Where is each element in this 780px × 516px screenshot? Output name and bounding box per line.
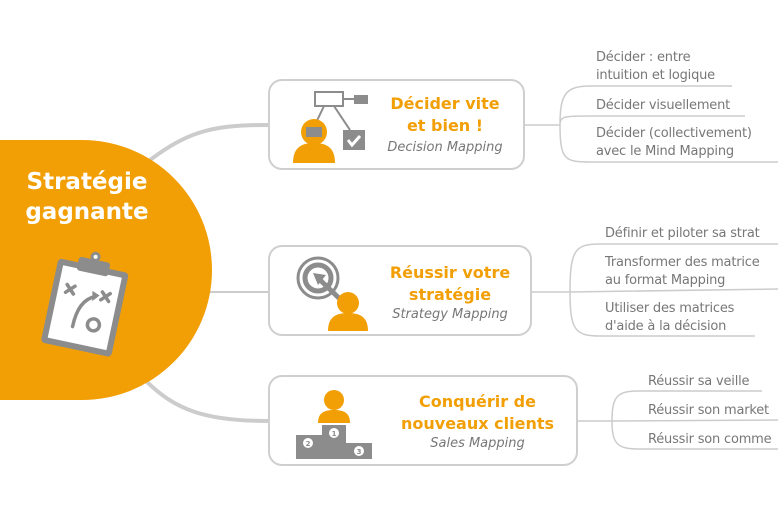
branch-box-decision-mapping[interactable]: Décider vite et bien ! Decision Mapping	[268, 79, 525, 170]
clipboard-strategy-icon	[41, 251, 129, 357]
podium-label-3: 3	[357, 448, 362, 456]
branch-subtitle: Decision Mapping	[387, 140, 503, 155]
leaf-item[interactable]: Réussir son comme	[648, 431, 772, 449]
connector-leaf-group-2	[532, 243, 779, 337]
connector-leaf-group-3	[577, 390, 779, 450]
leaf-item[interactable]: Décider visuellement	[596, 97, 730, 115]
branch-title-line2: stratégie	[408, 285, 492, 304]
branch-title-line1: Décider vite	[390, 94, 500, 113]
leaf-item[interactable]: Réussir sa veille	[648, 373, 750, 391]
podium-label-1: 1	[332, 430, 337, 438]
leaf-item[interactable]: Définir et piloter sa strat	[605, 225, 760, 243]
connector-leaf-group-1	[524, 85, 778, 163]
leaf-line1: Décider (collectivement)	[596, 126, 752, 141]
branch-subtitle: Sales Mapping	[430, 436, 525, 451]
branch-title: Décider vite et bien !	[380, 93, 510, 137]
branch-title: Réussir votre stratégie	[380, 262, 520, 306]
decision-tree-person-icon	[293, 91, 368, 163]
leaf-line2: d'aide à la décision	[605, 319, 727, 334]
branch-box-sales-mapping[interactable]: 1 2 3 Conquérir de nouveaux clients Sale…	[268, 375, 578, 466]
central-title: Stratégie gagnante	[12, 167, 162, 227]
connector-branch-1	[148, 123, 269, 162]
leaf-line1: Réussir son market	[648, 403, 769, 418]
branch-title-line2: nouveaux clients	[401, 414, 554, 433]
leaf-line1: Définir et piloter sa strat	[605, 226, 760, 241]
leaf-line1: Utiliser des matrices	[605, 301, 735, 316]
branch-title: Conquérir de nouveaux clients	[390, 391, 565, 435]
leaf-item[interactable]: Transformer des matrice au format Mappin…	[605, 254, 760, 290]
podium-person-icon: 1 2 3	[296, 390, 372, 459]
leaf-line1: Réussir son comme	[648, 432, 772, 447]
branch-subtitle: Strategy Mapping	[392, 307, 508, 322]
leaf-line2: avec le Mind Mapping	[596, 144, 734, 159]
branch-title-line1: Réussir votre	[389, 263, 511, 282]
central-title-line1: Stratégie	[26, 169, 148, 195]
leaf-line1: Transformer des matrice	[605, 255, 760, 270]
branch-box-strategy-mapping[interactable]: Réussir votre stratégie Strategy Mapping	[268, 245, 532, 336]
leaf-item[interactable]: Décider (collectivement) avec le Mind Ma…	[596, 125, 752, 161]
leaf-item[interactable]: Utiliser des matrices d'aide à la décisi…	[605, 300, 734, 336]
central-title-line2: gagnante	[25, 199, 149, 225]
leaf-item[interactable]: Décider : entre intuition et logique	[596, 49, 715, 85]
leaf-item[interactable]: Réussir son market	[648, 402, 769, 420]
leaf-line1: Réussir sa veille	[648, 374, 750, 389]
connector-branch-3	[143, 378, 269, 423]
leaf-line2: au format Mapping	[605, 273, 726, 288]
leaf-line1: Décider : entre	[596, 50, 691, 65]
leaf-line1: Décider visuellement	[596, 98, 731, 113]
branch-title-line1: Conquérir de	[419, 392, 536, 411]
leaf-line2: intuition et logique	[596, 68, 715, 83]
podium-label-2: 2	[306, 440, 311, 448]
branch-title-line2: et bien !	[406, 116, 484, 135]
target-person-icon	[296, 256, 368, 331]
